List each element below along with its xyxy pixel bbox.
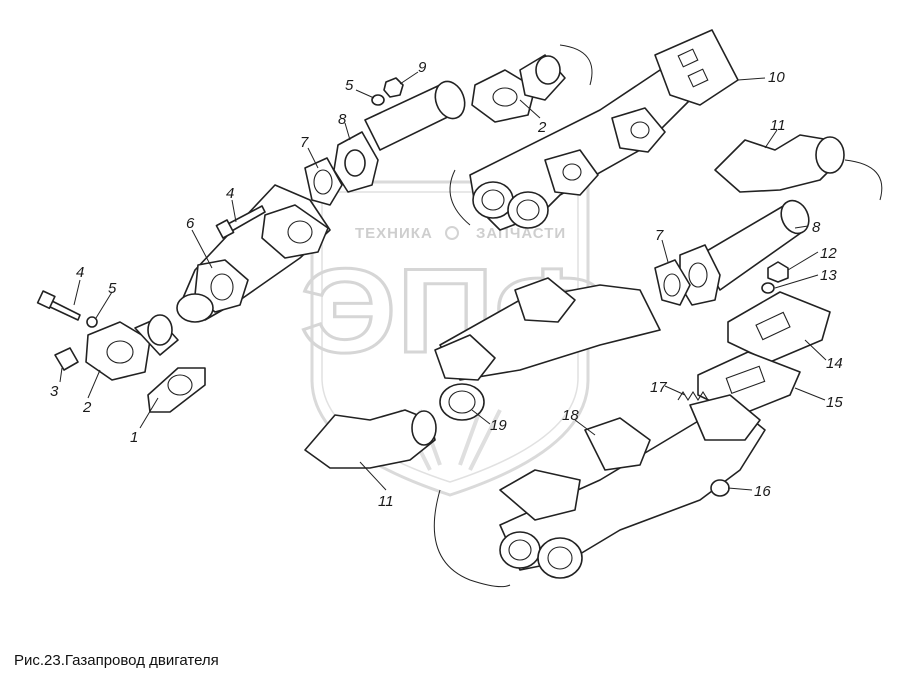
leader-lines [59, 71, 827, 491]
callout-2-lower: 2 [82, 399, 92, 416]
callout-labels: 1 2 2 3 4 4 5 5 6 7 7 8 8 9 10 11 11 12 … [50, 59, 843, 510]
callout-3: 3 [50, 383, 59, 400]
callout-8-upper: 8 [338, 111, 347, 128]
callout-2-upper: 2 [537, 119, 547, 136]
watermark-text-left: ТЕХНИКА [355, 225, 433, 242]
callout-11-lower: 11 [378, 493, 394, 510]
callout-9: 9 [418, 59, 427, 76]
callout-11-upper: 11 [770, 117, 786, 134]
upper-left-pipe-assembly [176, 77, 466, 323]
callout-15: 15 [826, 394, 843, 411]
callout-5-lower: 5 [108, 280, 117, 297]
callout-16: 16 [754, 483, 771, 500]
callout-1: 1 [130, 429, 138, 446]
lower-left-parts [36, 290, 206, 413]
callout-19: 19 [490, 417, 507, 434]
middle-right-parts [654, 134, 883, 416]
callout-13: 13 [820, 267, 837, 284]
callout-12: 12 [820, 245, 837, 262]
callout-10: 10 [768, 69, 785, 86]
callout-17: 17 [650, 379, 667, 396]
callout-4-upper: 4 [226, 185, 234, 202]
callout-14: 14 [826, 355, 843, 372]
upper-right-manifold-10 [449, 29, 739, 231]
figure-caption: Рис.23.Газапровод двигателя [14, 652, 219, 669]
callout-5-upper: 5 [345, 77, 354, 94]
callout-4-lower: 4 [76, 264, 84, 281]
callout-7-right: 7 [655, 227, 664, 244]
callout-6: 6 [186, 215, 195, 232]
lower-manifold-18 [304, 277, 766, 588]
callout-8-right: 8 [812, 219, 821, 236]
callout-7-upper: 7 [300, 134, 309, 151]
gear-icon [445, 226, 459, 240]
callout-18: 18 [562, 407, 579, 424]
